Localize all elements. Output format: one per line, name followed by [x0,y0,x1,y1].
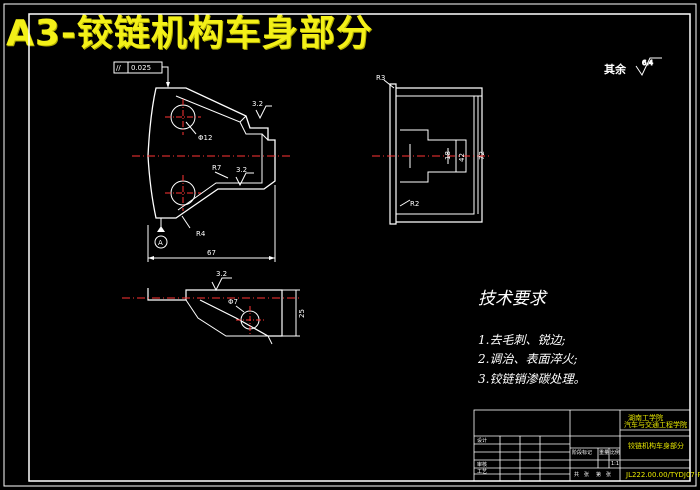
gap-label: 18 [444,151,452,160]
roughness-note-symbol: 6.4 [635,57,662,77]
drawing-title: A3-铰链机构车身部分 [6,13,373,54]
title-block-scale: 1:1 [611,461,619,467]
title-block-footer-sheets: 张 [584,471,589,478]
radius-outer-label: R7 [212,164,221,172]
bottom-view: 3.2 Φ7 25 [122,270,306,345]
title-block-footer-total: 共 [574,471,579,478]
title-block-header-scale: 比例 [610,449,620,456]
radius-top-label: R3 [376,74,385,82]
roughness-note-label: 其余 [604,63,626,76]
title-block-row-process: 工艺 [477,469,487,475]
radius-inner-label: R4 [196,230,206,238]
height-outer-label: 72 [478,151,486,160]
height-inner-label: 42 [458,153,466,162]
title-block-footer-no: 第 [596,471,601,478]
bottom-height-label: 25 [298,309,306,318]
outer-border [3,3,697,487]
radius-bottom-label: R2 [410,200,419,208]
bottom-roughness: 3.2 [216,270,227,278]
roughness-note-value: 6.4 [642,59,654,67]
roughness-2: 3.2 [236,166,247,174]
drawing-frame [28,13,691,482]
title-block-frame [473,409,691,482]
tech-requirement-item-2: 2.调治、表面淬火; [478,352,578,366]
title-block-row-design: 设计 [477,437,487,444]
tolerance-value: 0.025 [131,64,151,72]
front-view: // 0.025 Φ12 R7 R4 3.2 3.2 A [113,61,290,262]
title-block-footer-sheet: 张 [606,471,611,478]
title-block-header-weight: 重量 [599,449,609,456]
bottom-hole-diameter: Φ7 [228,298,238,306]
title-block-drawing-no: JL222.00.00/TYDJ07-P [625,471,700,479]
side-view: R3 R2 72 42 18 [372,74,492,225]
tech-requirements-title: 技术要求 [478,289,546,309]
title-block-row-review: 审核 [477,461,487,468]
tech-requirement-item-1: 1.去毛刺、锐边; [478,333,566,347]
roughness-1: 3.2 [252,100,263,108]
title-block-header-stage: 阶段标记 [572,449,592,456]
title-block-school-sub: 汽车与交通工程学院 [624,420,687,429]
title-block-school: 湖南工学院 [628,413,663,422]
width-label: 67 [207,249,216,257]
part-outline [147,87,276,219]
side-outline [396,87,483,223]
title-block-part-name: 铰链机构车身部分 [628,441,684,450]
title-block [473,409,691,482]
tolerance-symbol: // [116,64,121,72]
roughness-note: 其余 [604,61,626,77]
tech-requirement-item-3: 3.铰链销渗碳处理。 [478,372,586,386]
datum-marker [154,235,168,249]
hole-diameter-label: Φ12 [198,134,212,142]
datum-label: A [158,239,163,247]
